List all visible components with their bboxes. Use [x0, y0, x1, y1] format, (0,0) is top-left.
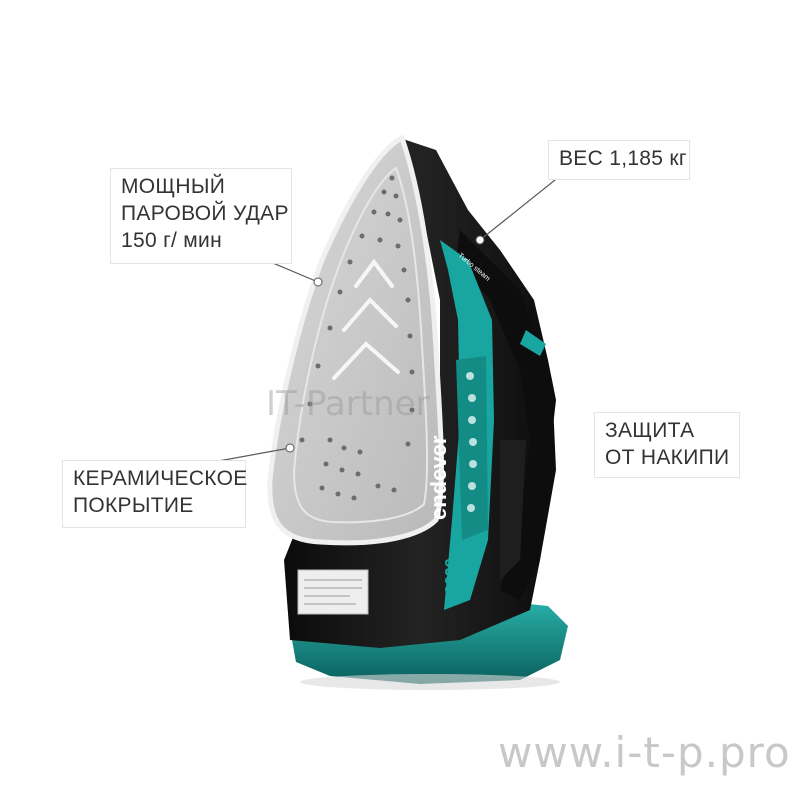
- callout-steam-shot: МОЩНЫЙ ПАРОВОЙ УДАР 150 г/ мин: [110, 168, 292, 264]
- callout-calc-line1: ЗАЩИТА: [605, 419, 695, 442]
- callout-steam-line3: 150 г/ мин: [121, 229, 222, 252]
- iron-handle-grip: [500, 440, 526, 580]
- iron-model-text: 2600: [443, 558, 460, 594]
- callout-steam-line2: ПАРОВОЙ УДАР: [121, 202, 289, 225]
- iron-soleplate-inner: [292, 166, 429, 524]
- callout-ceramic-coating: КЕРАМИЧЕСКОЕ ПОКРЫТИЕ: [62, 460, 248, 528]
- callout-anti-calc: ЗАЩИТА ОТ НАКИПИ: [594, 412, 740, 478]
- callout-calc-line2: ОТ НАКИПИ: [605, 446, 730, 469]
- iron-rating-plate: [297, 569, 369, 615]
- callout-weight-text: ВЕС 1,185 кг: [559, 147, 687, 170]
- iron-handle: [456, 230, 556, 600]
- callout-leader-dots: [285, 235, 485, 453]
- callout-steam-line1: МОЩНЫЙ: [121, 175, 226, 198]
- iron-control-strip: [456, 356, 488, 540]
- callout-coating-line2: ПОКРЫТИЕ: [73, 494, 194, 517]
- iron-soleplate-chevrons: [332, 258, 400, 380]
- iron-soleplate: [267, 134, 444, 546]
- iron-brand-text: endever: [426, 435, 451, 520]
- callout-weight: ВЕС 1,185 кг: [548, 140, 690, 180]
- iron-base-shadow: [300, 674, 560, 690]
- watermark-url: www.i-t-p.pro: [498, 728, 791, 777]
- iron-rear-teal: [520, 330, 546, 356]
- iron-control-icons: [466, 372, 477, 512]
- watermark-center: IT-Partner: [266, 384, 430, 424]
- callout-coating-line1: КЕРАМИЧЕСКОЕ: [73, 467, 248, 490]
- iron-steam-holes: [299, 175, 415, 501]
